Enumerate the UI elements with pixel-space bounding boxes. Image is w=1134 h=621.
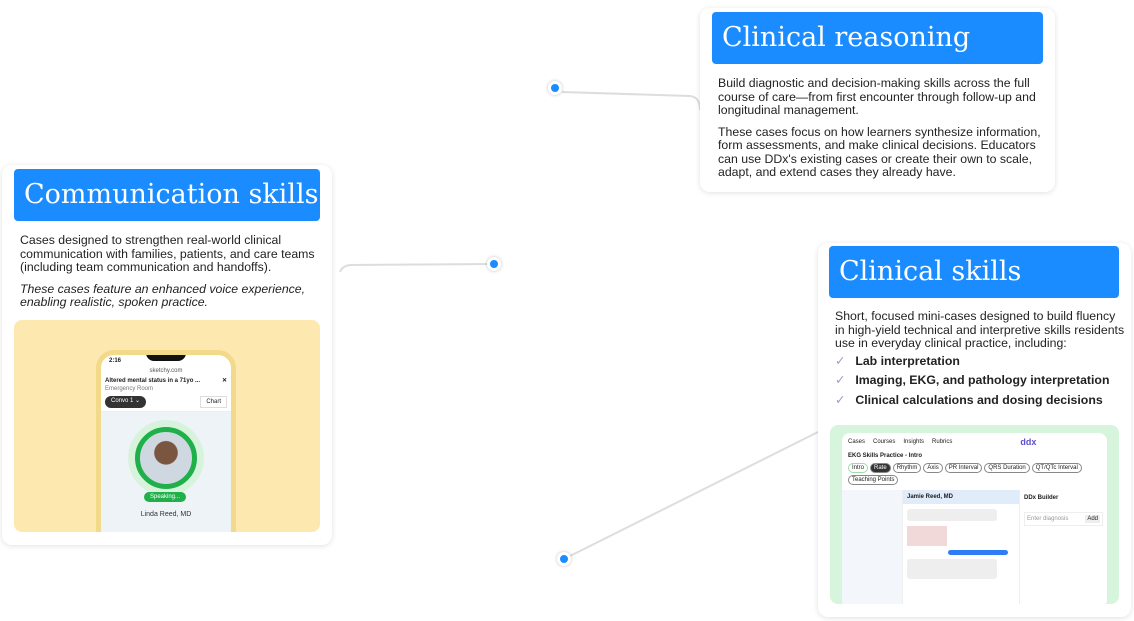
card-title: Clinical skills bbox=[829, 246, 1119, 298]
nav-item[interactable]: Insights bbox=[903, 439, 925, 445]
tab[interactable]: QT/QTc Interval bbox=[1031, 463, 1082, 473]
card-title: Communication skills bbox=[14, 169, 320, 221]
connector-dot bbox=[487, 257, 501, 271]
nav-item[interactable]: Courses bbox=[873, 439, 896, 445]
case-location: Emergency Room bbox=[105, 386, 154, 392]
tab[interactable]: QRS Duration bbox=[984, 463, 1030, 473]
skills-card: Clinical skills Short, focused mini-case… bbox=[818, 243, 1131, 617]
chat-panel: Jamie Reed, MD bbox=[902, 490, 1020, 604]
card-text: Short, focused mini-cases designed to bu… bbox=[835, 309, 1125, 350]
tab[interactable]: Rate bbox=[870, 463, 891, 473]
avatar bbox=[135, 427, 197, 489]
tab[interactable]: Teaching Points bbox=[848, 475, 899, 485]
check-item: ✓Clinical calculations and dosing decisi… bbox=[835, 392, 1103, 407]
tab[interactable]: Rhythm bbox=[892, 463, 922, 473]
card-text: These cases focus on how learners synthe… bbox=[718, 124, 1041, 179]
nav-item[interactable]: Cases bbox=[848, 439, 866, 445]
phone-screenshot: 2:16 sketchy.com Altered mental status i… bbox=[14, 320, 320, 532]
phone-time: 2:16 bbox=[109, 358, 122, 364]
tab[interactable]: Intro bbox=[848, 463, 869, 473]
builder-title: DDx Builder bbox=[1024, 495, 1059, 501]
app-window: Cases Courses Insights Rubrics ddx EKG Skil… bbox=[842, 433, 1107, 604]
check-item: ✓Imaging, EKG, and pathology interpretat… bbox=[835, 373, 1110, 387]
connector-dot bbox=[548, 81, 562, 95]
convo-dropdown[interactable]: Convo 1 ⌄ bbox=[105, 396, 147, 408]
tab[interactable]: PR Interval bbox=[944, 463, 983, 473]
speaking-badge: Speaking... bbox=[144, 492, 187, 502]
check-icon: ✓ bbox=[835, 373, 846, 387]
close-icon[interactable]: ✕ bbox=[221, 378, 227, 384]
app-screenshot: Cases Courses Insights Rubrics ddx EKG Skil… bbox=[830, 425, 1119, 604]
card-title: Clinical reasoning bbox=[712, 12, 1043, 64]
doctor-header: Jamie Reed, MD bbox=[903, 490, 1019, 504]
card-text: Build diagnostic and decision-making ski… bbox=[718, 76, 1036, 117]
tab[interactable]: Axis bbox=[923, 463, 943, 473]
check-icon: ✓ bbox=[835, 353, 846, 368]
card-italic-text: These cases feature an enhanced voice ex… bbox=[20, 281, 306, 309]
case-title: EKG Skills Practice - Intro bbox=[848, 453, 923, 459]
add-button[interactable]: Add bbox=[1085, 515, 1100, 523]
doctor-name: Linda Reed, MD bbox=[140, 511, 192, 518]
card-text: Cases designed to strengthen real-world … bbox=[20, 233, 315, 274]
case-title: Altered mental status in a 71yo ... bbox=[105, 378, 201, 384]
connector-dot bbox=[557, 552, 571, 566]
ddx-logo: ddx bbox=[1020, 437, 1037, 447]
phone-url: sketchy.com bbox=[149, 368, 183, 374]
communication-card: Communication skills Cases designed to s… bbox=[2, 165, 332, 545]
reasoning-card: Clinical reasoning Build diagnostic and … bbox=[700, 8, 1055, 192]
check-item: ✓Lab interpretation bbox=[835, 353, 960, 368]
chart-button[interactable]: Chart bbox=[200, 396, 227, 408]
nav-item[interactable]: Rubrics bbox=[932, 439, 953, 445]
check-icon: ✓ bbox=[835, 392, 846, 407]
phone-frame: 2:16 sketchy.com Altered mental status i… bbox=[96, 350, 236, 532]
